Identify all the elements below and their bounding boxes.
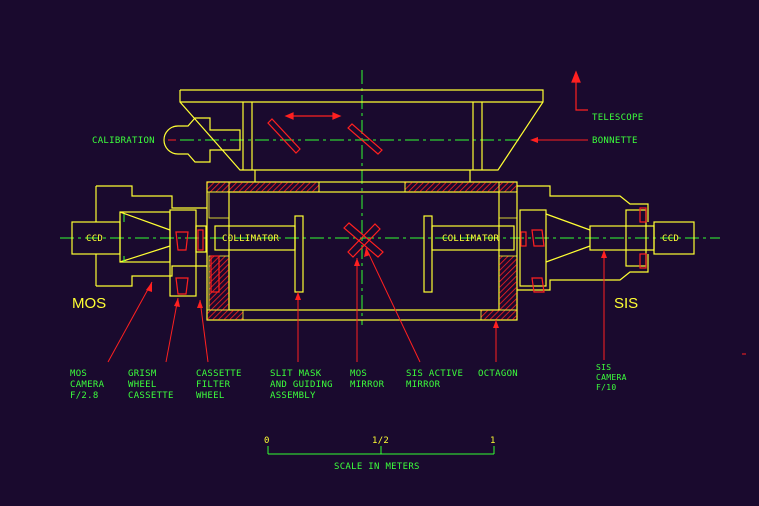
label-sis-mirror-1: SIS ACTIVE [406,369,463,379]
label-bonnette: BONNETTE [592,136,638,146]
label-mos-mirror-1: MOS [350,369,367,379]
label-slit-2: AND GUIDING [270,380,333,390]
leader-lines [107,139,605,363]
bonnette-structure [163,89,544,182]
mos-camera-red [175,229,220,295]
label-filter-1: CASSETTE [196,369,242,379]
scale-tick-0: 0 [264,436,270,446]
label-collimator-left: COLLIMATOR [222,234,279,244]
label-sis-camera-3: F/10 [596,383,616,392]
label-mos: MOS [72,295,106,312]
sis-camera-red [520,207,647,293]
scale-bar [267,446,495,455]
label-calibration: CALIBRATION [92,136,155,146]
octagon-housing [206,181,518,321]
label-mos-mirror-2: MIRROR [350,380,385,390]
scale-caption: SCALE IN METERS [334,462,420,472]
motion-arrow [284,112,342,120]
label-telescope: TELESCOPE [592,113,643,123]
label-collimator-right: COLLIMATOR [442,234,499,244]
label-grism-2: WHEEL [128,380,157,390]
collimator-optics [214,215,515,293]
label-slit-1: SLIT MASK [270,369,322,379]
telescope-arrow [571,70,588,111]
label-ccd-right: CCD [662,234,679,244]
label-grism-1: GRISM [128,369,157,379]
label-ccd-left: CCD [86,234,103,244]
label-grism-3: CASSETTE [128,391,174,401]
label-sis: SIS [614,295,638,312]
label-filter-2: FILTER [196,380,231,390]
label-mos-camera-2: CAMERA [70,380,105,390]
label-mos-camera-3: F/2.8 [70,391,99,401]
leader-heads [146,137,607,328]
label-sis-camera-2: CAMERA [596,373,627,382]
scale-tick-half: 1/2 [372,436,389,446]
central-mirrors [343,222,384,258]
calibration-mirrors [267,118,383,155]
label-mos-camera-1: MOS [70,369,87,379]
label-sis-camera-1: SIS [596,363,611,372]
mos-camera [71,185,207,297]
scale-tick-1: 1 [490,436,496,446]
label-slit-3: ASSEMBLY [270,391,316,401]
label-sis-mirror-2: MIRROR [406,380,441,390]
label-filter-3: WHEEL [196,391,225,401]
label-octagon: OCTAGON [478,369,518,379]
